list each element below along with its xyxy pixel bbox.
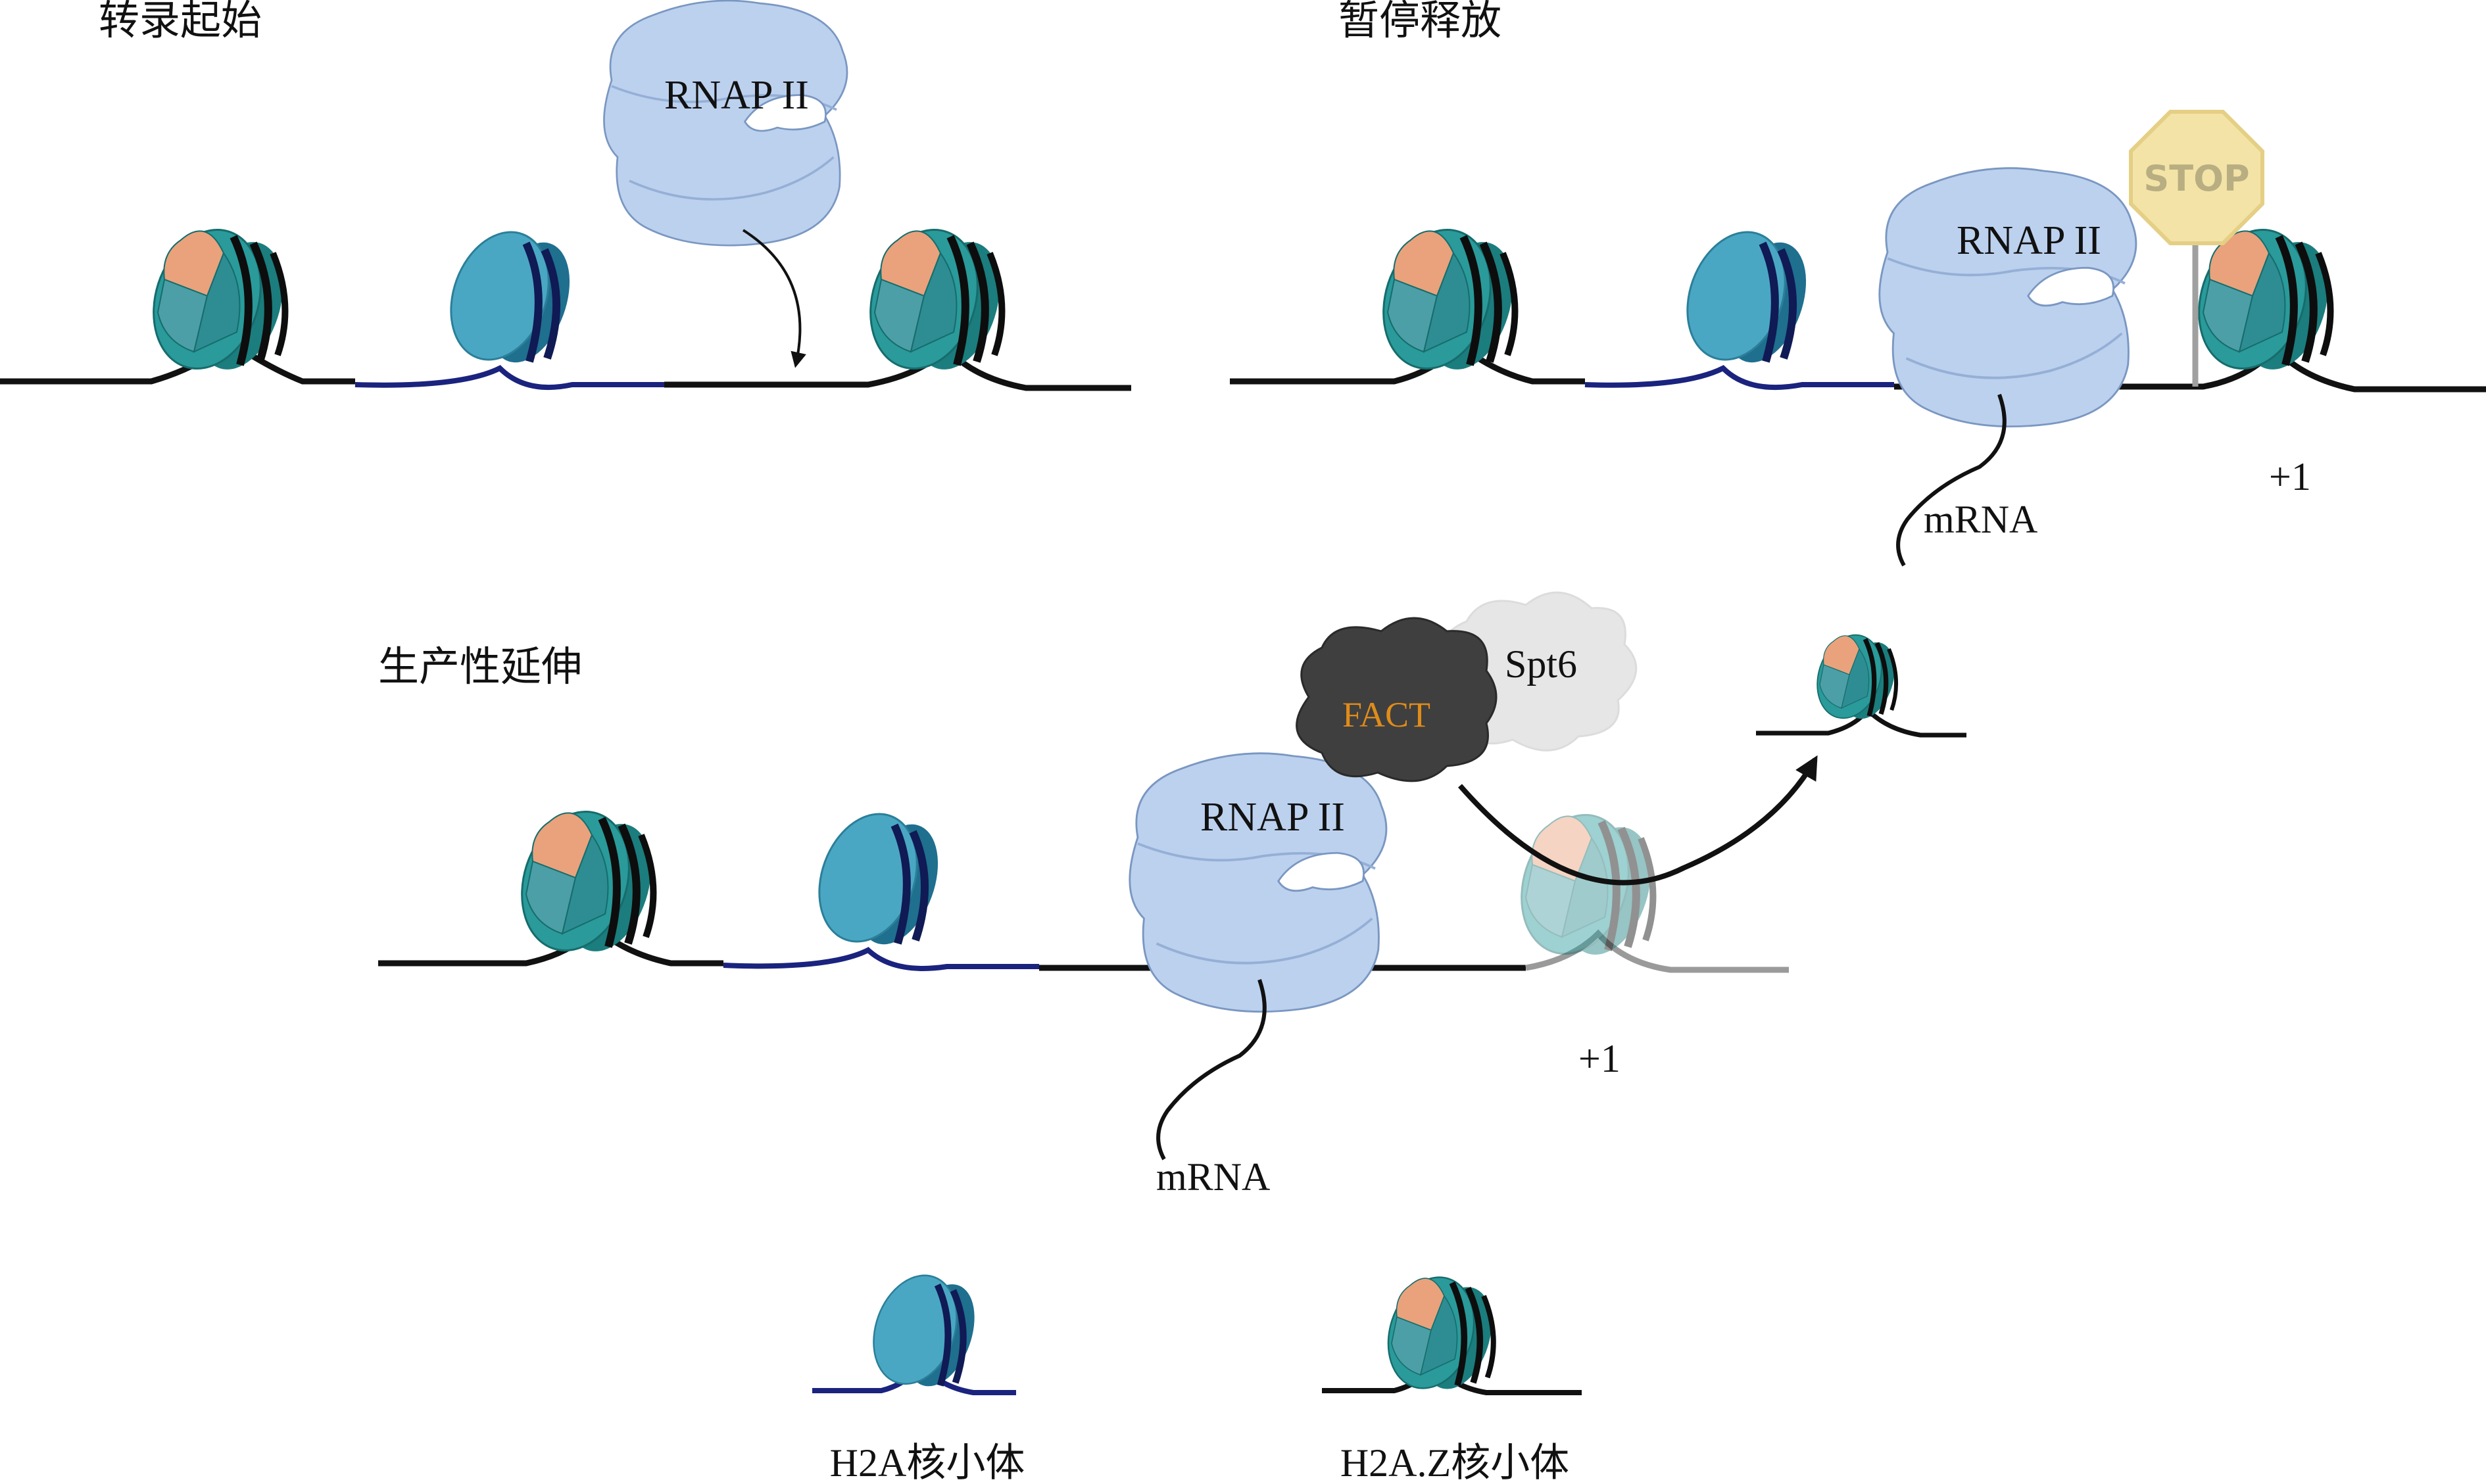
h2a-nucleosome — [434, 218, 585, 373]
h2az-nucleosome — [853, 216, 1015, 383]
rnap-ii-label: RNAP II — [664, 73, 809, 118]
mrna-label: mRNA — [1924, 498, 2037, 541]
h2a-nucleosome — [1670, 218, 1821, 373]
panel-title-elongation: 生产性延伸 — [378, 642, 582, 690]
legend-label-h2a: H2A核小体 — [830, 1441, 1025, 1484]
plus-one-label: +1 — [2269, 455, 2311, 498]
fact-label: FACT — [1342, 695, 1430, 734]
panel-pause-release: 暂停释放 RNAP II mRNA STOP +1 — [1230, 0, 2486, 565]
fact-cloud: FACT — [1296, 617, 1498, 782]
rnap-ii-label: RNAP II — [1200, 795, 1345, 840]
h2a-nucleosome — [860, 1264, 988, 1396]
stop-sign: STOP — [2129, 110, 2264, 387]
mrna-label: mRNA — [1156, 1155, 1270, 1199]
rnap-ii-complex — [1878, 166, 2137, 428]
panel-title-initiation: 转录起始 — [99, 0, 262, 44]
legend-item-h2a: H2A核小体 — [812, 1264, 1025, 1484]
dna-strand-h2a — [1584, 365, 1894, 391]
legend-label-h2az: H2A.Z核小体 — [1340, 1441, 1569, 1484]
panel-title-pause-release: 暂停释放 — [1338, 0, 1501, 44]
plus-one-label: +1 — [1578, 1037, 1621, 1080]
recruitment-arrow — [742, 229, 806, 368]
h2az-nucleosome — [1807, 627, 1903, 727]
stop-sign-label: STOP — [2143, 158, 2249, 199]
panel-initiation: 转录起始 RNAP II — [0, 0, 1131, 391]
legend-item-h2az: H2A.Z核小体 — [1322, 1266, 1582, 1484]
h2az-nucleosome — [504, 798, 666, 965]
h2az-nucleosome — [1366, 216, 1528, 383]
dna-strand-h2a — [723, 947, 1039, 971]
eviction-arrow — [1457, 755, 1818, 886]
dna-strand-h2a — [354, 365, 664, 391]
rnap-ii-label: RNAP II — [1957, 218, 2101, 263]
h2az-nucleosome — [1375, 1266, 1503, 1400]
evicted-nucleosome — [1504, 801, 1666, 968]
spt6-label: Spt6 — [1505, 642, 1577, 686]
h2az-nucleosome — [136, 216, 298, 383]
rnap-ii-complex — [602, 0, 848, 247]
panel-elongation: 生产性延伸 RNAP II mRNA +1 Spt6 FACT — [378, 591, 1966, 1199]
h2a-nucleosome — [802, 800, 953, 955]
rnap-ii-complex — [1128, 752, 1388, 1013]
legend: H2A核小体 H2A.Z核小体 — [812, 1264, 1582, 1484]
